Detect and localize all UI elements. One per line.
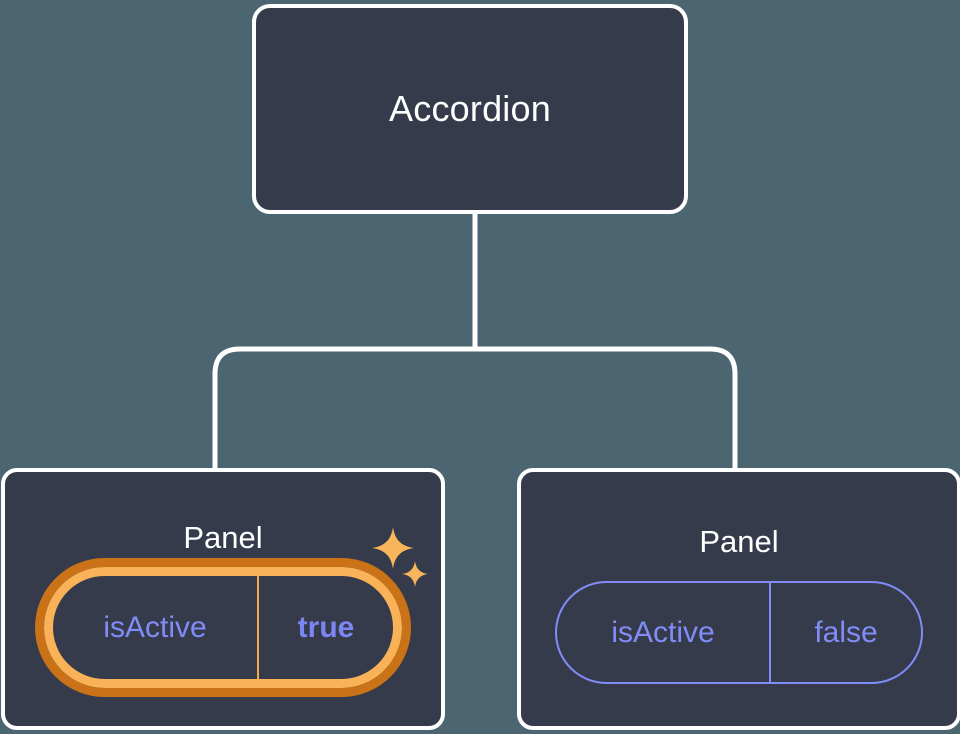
prop-key-2: isActive bbox=[611, 615, 715, 649]
edge-branch-right bbox=[475, 346, 738, 470]
node-panel-2-title: Panel bbox=[699, 524, 779, 559]
prop-pill-2-wrapper: isActive false bbox=[555, 581, 923, 684]
prop-pill-1-wrapper: isActive true bbox=[35, 527, 428, 697]
prop-value-2: false bbox=[769, 583, 921, 682]
node-panel-1-title: Panel bbox=[183, 520, 263, 555]
sparkle-large-icon bbox=[372, 527, 414, 569]
prop-value-1: true bbox=[257, 576, 393, 679]
prop-pill-isactive-true[interactable]: isActive true bbox=[35, 558, 411, 697]
edge-branch-left bbox=[212, 346, 475, 470]
node-panel-2[interactable]: Panel isActive false bbox=[517, 468, 960, 730]
prop-key-1: isActive bbox=[103, 610, 207, 644]
node-accordion[interactable]: Accordion bbox=[252, 4, 688, 214]
node-accordion-title: Accordion bbox=[389, 88, 551, 129]
prop-pill-isactive-false[interactable]: isActive false bbox=[555, 581, 923, 684]
node-panel-1[interactable]: Panel isActive true bbox=[1, 468, 445, 730]
sparkle-small-icon bbox=[402, 561, 428, 587]
